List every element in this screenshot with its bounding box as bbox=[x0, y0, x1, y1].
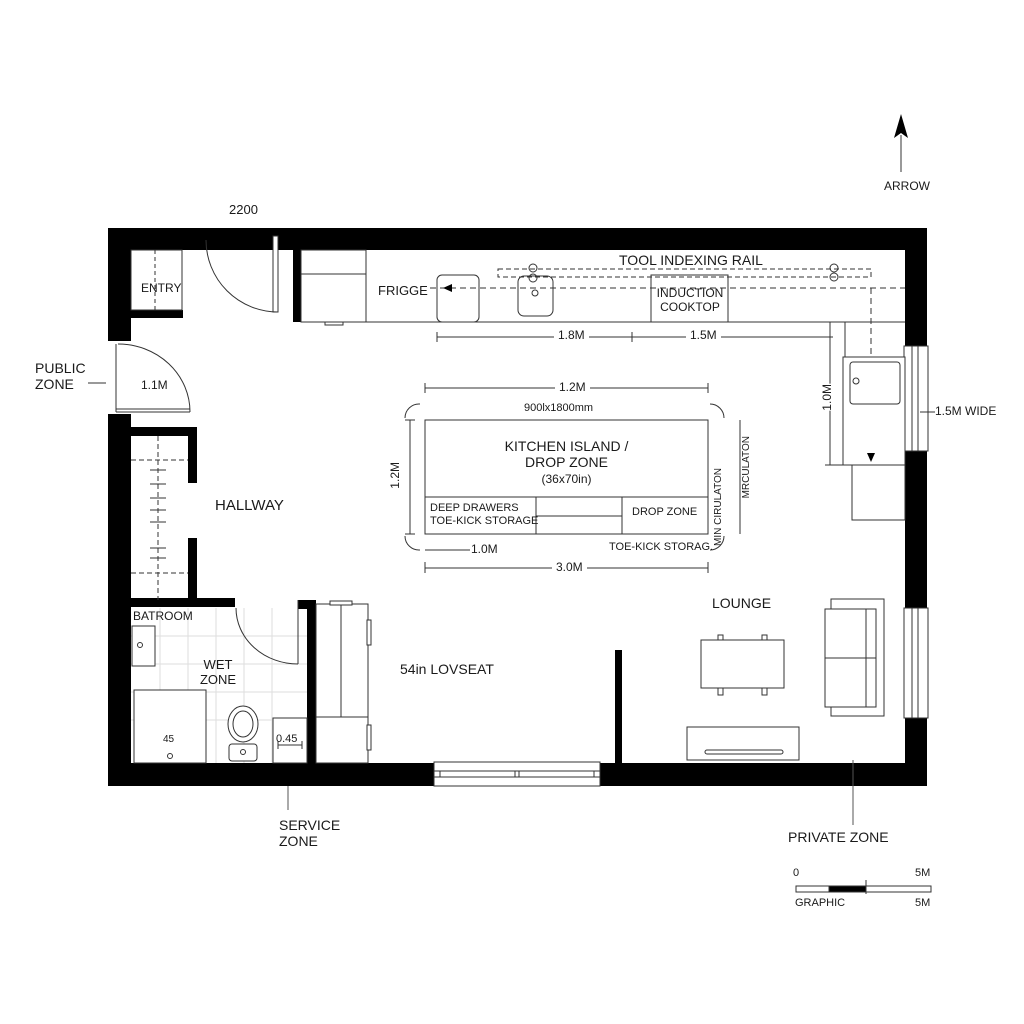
public-door-width: 1.1M bbox=[141, 378, 168, 392]
wet-zone-line1: WET bbox=[203, 657, 233, 672]
island-dim-top: 1.2M bbox=[555, 380, 590, 395]
public-zone-line2: ZONE bbox=[35, 376, 74, 393]
scale-start: 0 bbox=[793, 867, 800, 879]
service-zone-line2: ZONE bbox=[279, 833, 318, 850]
room-entry-label: ENTRY bbox=[141, 281, 182, 295]
scale-label: GRAPHIC bbox=[795, 897, 846, 909]
wet-zone-label: WET ZONE bbox=[196, 657, 240, 688]
scale-end-top: 5M bbox=[915, 867, 931, 879]
island-title-line1: KITCHEN ISLAND / bbox=[504, 438, 629, 454]
entry-door bbox=[205, 235, 279, 313]
island-drawers-label: DEEP DRAWERS TOE-KICK STORAGE bbox=[430, 502, 538, 527]
window-width-label: 1.5M WIDE bbox=[935, 404, 997, 418]
public-zone-label: PUBLIC ZONE bbox=[35, 360, 86, 392]
loveseat-label: 54in LOVSEAT bbox=[400, 661, 494, 677]
shower-dim: 45 bbox=[163, 734, 175, 745]
kitchen-island bbox=[404, 383, 741, 573]
island-drawers-line1: DEEP DRAWERS bbox=[430, 502, 519, 514]
top-dimension: 2200 bbox=[229, 202, 258, 217]
island-size-in: (36x70in) bbox=[541, 472, 592, 487]
counter-dim-a: 1.8M bbox=[554, 328, 589, 343]
service-zone-label: SERVICE ZONE bbox=[279, 817, 340, 849]
island-drawers-line2: TOE-KICK STORAGE bbox=[430, 514, 539, 527]
island-size-mm: 900lx1800mm bbox=[524, 402, 594, 414]
island-dim-bottom-left: 1.0M bbox=[471, 542, 498, 556]
cooktop-label-line1: INDUCTION bbox=[656, 286, 724, 300]
circulation-label: MRCULATON bbox=[741, 436, 752, 499]
tool-rail-label: TOOL INDEXING RAIL bbox=[619, 252, 763, 268]
island-dim-left: 1.2M bbox=[388, 462, 403, 489]
service-zone-line1: SERVICE bbox=[279, 817, 341, 833]
island-title: KITCHEN ISLAND / DROP ZONE (36x70in) bbox=[425, 438, 708, 487]
room-bathroom-label: BATROOM bbox=[133, 609, 193, 623]
side-counter-dim: 1.0M bbox=[820, 384, 835, 411]
walls bbox=[108, 228, 927, 786]
public-door bbox=[88, 343, 191, 413]
cooktop-label: INDUCTION COOKTOP bbox=[652, 286, 728, 315]
scale-bar bbox=[795, 880, 932, 894]
min-circulation-label: MIN CIRULATON bbox=[713, 468, 724, 546]
fridge-label: FRIGGE bbox=[378, 283, 428, 298]
north-arrow-label: ARROW bbox=[884, 179, 930, 193]
lounge-furniture bbox=[686, 598, 885, 761]
counter-dim-b: 1.5M bbox=[686, 328, 721, 343]
room-hallway-label: HALLWAY bbox=[215, 497, 284, 514]
island-title-line2: DROP ZONE bbox=[525, 454, 608, 471]
vanity-dim: 0.45 bbox=[276, 733, 298, 745]
island-toe-kick-label: TOE-KICK STORAG. bbox=[609, 541, 714, 553]
room-lounge-label: LOUNGE bbox=[712, 595, 772, 611]
cooktop-label-line2: COOKTOP bbox=[660, 299, 720, 314]
island-drop-zone-label: DROP ZONE bbox=[632, 506, 698, 518]
public-zone-line1: PUBLIC bbox=[35, 360, 86, 376]
private-zone-label: PRIVATE ZONE bbox=[788, 829, 889, 845]
wet-zone-line2: ZONE bbox=[199, 671, 237, 687]
scale-end-bottom: 5M bbox=[915, 897, 931, 909]
island-dim-bottom: 3.0M bbox=[552, 560, 587, 575]
north-arrow-icon bbox=[894, 114, 908, 172]
